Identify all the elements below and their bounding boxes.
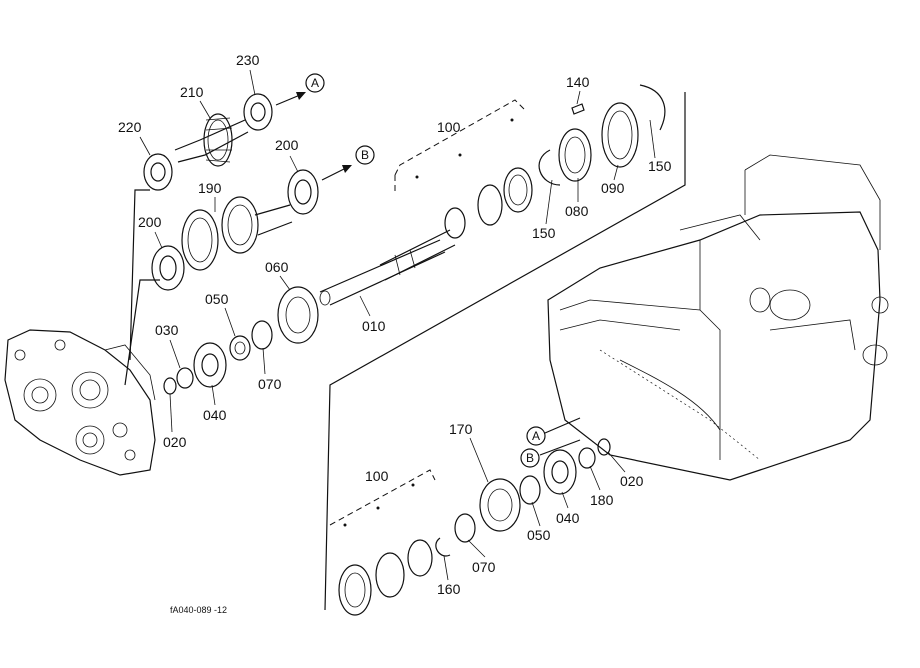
washer-030 [176, 367, 194, 389]
gear-case-housing [4, 329, 156, 476]
gear-190 [181, 196, 293, 271]
label-040-upper: 040 [203, 407, 227, 423]
arrows-ab-lower: A B [520, 417, 581, 468]
clip-150-right [639, 84, 666, 131]
callout-a-lower: A [532, 429, 540, 443]
synchronizer-rings-lower [338, 539, 433, 616]
callout-a-upper: A [311, 76, 319, 90]
label-060: 060 [265, 259, 289, 275]
washer-180 [578, 447, 596, 469]
label-150-right: 150 [648, 158, 672, 174]
gear-060 [277, 286, 319, 344]
label-190: 190 [198, 180, 222, 196]
clip-150-left [538, 149, 561, 186]
label-010: 010 [362, 318, 386, 334]
label-020-upper: 020 [163, 434, 187, 450]
label-160: 160 [437, 581, 461, 597]
dashed-frame-100-lower [329, 469, 436, 527]
gear-shaft-210 [174, 113, 249, 167]
part-labels: 230 210 220 200 190 200 060 050 030 070 … [118, 52, 672, 597]
label-100-lower: 100 [365, 468, 389, 484]
label-100-upper: 100 [437, 119, 461, 135]
label-180: 180 [590, 492, 614, 508]
sleeve-080 [558, 128, 592, 182]
bearing-040-upper [193, 342, 227, 388]
label-020-lower: 020 [620, 473, 644, 489]
bearing-220 [143, 153, 173, 191]
frame-upper-group [324, 92, 686, 611]
label-030: 030 [155, 322, 179, 338]
hub-090 [601, 102, 639, 168]
label-220: 220 [118, 119, 142, 135]
callout-b-lower: B [526, 451, 534, 465]
bearing-200-upper [287, 169, 319, 215]
needle-bearing-070-lower [454, 513, 476, 543]
washer-050-lower [519, 475, 541, 505]
arrow-to-b: B [321, 145, 375, 181]
label-170: 170 [449, 421, 473, 437]
clip-160 [435, 537, 451, 557]
label-150-left: 150 [532, 225, 556, 241]
snap-ring-020-lower [597, 438, 611, 456]
dashed-frame-100-upper [394, 99, 526, 195]
label-050-lower: 050 [527, 527, 551, 543]
main-shaft-010 [319, 229, 456, 306]
gear-170 [479, 478, 521, 532]
bearing-230 [243, 93, 273, 131]
label-070-upper: 070 [258, 376, 282, 392]
label-200-upper: 200 [275, 137, 299, 153]
bearing-200-lower [151, 245, 185, 291]
arrow-to-a: A [275, 73, 325, 106]
label-210: 210 [180, 84, 204, 100]
snap-ring-020-upper [163, 377, 177, 395]
leader-lines [124, 189, 160, 386]
synchronizer-rings [444, 167, 533, 239]
drawing-code-caption: fA040-089 -12 [170, 605, 227, 615]
needle-bearing-070-upper [251, 320, 273, 350]
label-leader-ticks [139, 69, 656, 581]
bearing-040-lower [543, 449, 577, 495]
label-230: 230 [236, 52, 260, 68]
label-200-lower: 200 [138, 214, 162, 230]
washer-050-upper [229, 335, 251, 361]
key-140 [571, 103, 585, 115]
label-040-lower: 040 [556, 510, 580, 526]
transmission-case [547, 154, 889, 481]
label-080: 080 [565, 203, 589, 219]
label-140: 140 [566, 74, 590, 90]
label-070-lower: 070 [472, 559, 496, 575]
label-090: 090 [601, 180, 625, 196]
callout-b-upper: B [361, 148, 369, 162]
label-050-upper: 050 [205, 291, 229, 307]
